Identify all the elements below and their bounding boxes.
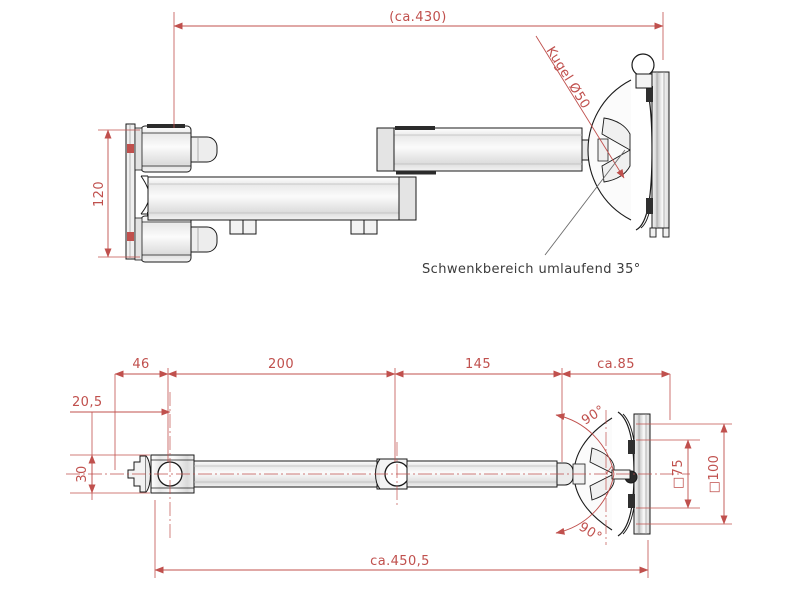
dim-label-overall-top: (ca.430) [389, 10, 446, 25]
centerlines-side [66, 392, 690, 545]
annotation-label-kugel: Kugel Ø50 [543, 44, 593, 112]
upper-pivot-housing [134, 124, 218, 173]
dim-plate-100: □100 [636, 423, 732, 525]
side-view-dimensions: 46 200 145 ca.85 20,5 30 [66, 357, 732, 578]
wall-plate-top [125, 123, 136, 260]
top-view-group: (ca.430) 120 Kugel Ø50 Schwenkbereich um… [92, 10, 670, 277]
dim-label-height-120: 120 [92, 181, 107, 207]
dim-label-20-5: 20,5 [72, 395, 103, 410]
dim-label-overall-side: ca.450,5 [370, 554, 430, 569]
side-view-geometry [127, 411, 651, 537]
dim-height-120: 120 [92, 129, 140, 258]
dim-overall-top: (ca.430) [173, 10, 664, 128]
dim-bracket-30: 30 [70, 454, 150, 494]
dim-label-200: 200 [268, 357, 294, 372]
side-view-group: 46 200 145 ca.85 20,5 30 [66, 357, 732, 578]
dim-label-145: 145 [465, 357, 491, 372]
annotation-schwenkbereich: Schwenkbereich umlaufend 35° [422, 149, 641, 277]
chain-dimension-line: 46 200 145 ca.85 [114, 357, 671, 378]
dim-overall-side: ca.450,5 [154, 500, 649, 578]
dim-label-ca85: ca.85 [597, 357, 635, 372]
upper-arm-tube-top [376, 126, 599, 175]
top-view-geometry [125, 53, 670, 263]
dim-label-square-100: □100 [707, 455, 722, 494]
dim-label-square-75: □75 [671, 459, 686, 489]
lower-arm-tube-top [147, 176, 417, 235]
dim-label-46: 46 [132, 357, 149, 372]
vesa-plate-top [631, 53, 670, 238]
dim-plate-75: □75 [636, 439, 700, 509]
annotation-label-schwenkbereich: Schwenkbereich umlaufend 35° [422, 262, 641, 277]
dim-label-30: 30 [75, 465, 90, 482]
